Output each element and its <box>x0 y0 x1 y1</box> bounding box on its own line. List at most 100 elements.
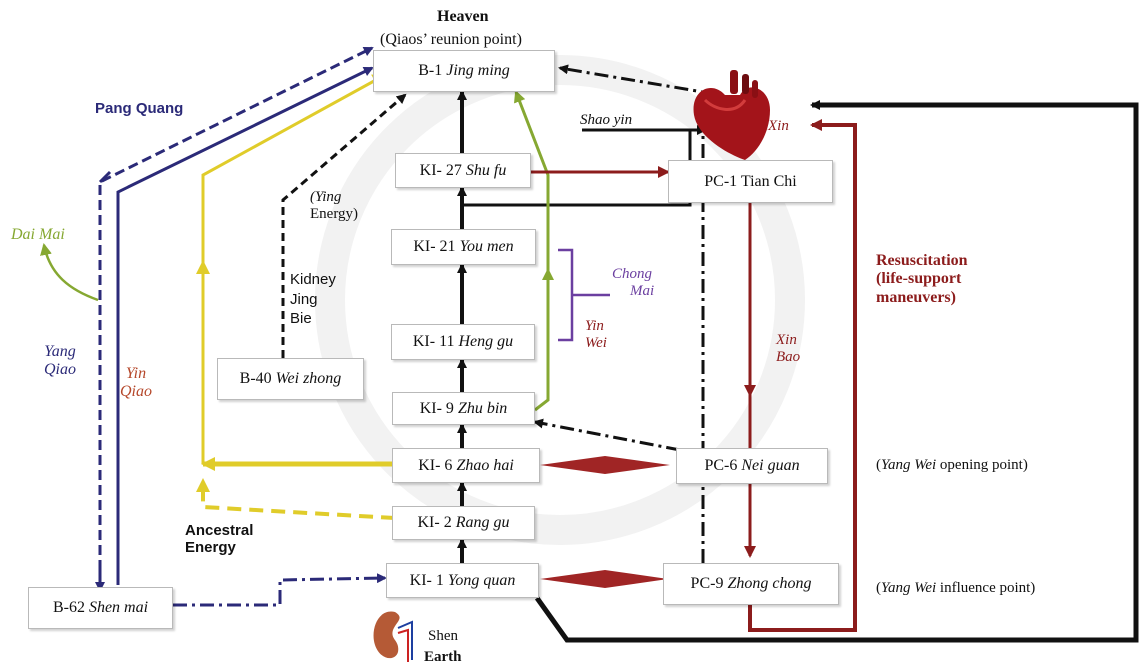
earth-shen: Shen <box>428 628 458 644</box>
label-yin-qiao-1: Yin <box>125 365 147 382</box>
kidney-icon <box>373 611 413 662</box>
resuscitation-line <box>748 119 857 632</box>
node-pc1: PC-1 Tian Chi <box>668 160 833 203</box>
node-pc6-code: PC-6 <box>704 457 738 474</box>
node-ki2-code: KI- 2 <box>417 514 452 531</box>
label-xin-bao-1: Xin <box>776 332 797 348</box>
chong-mai-bracket <box>558 248 610 342</box>
label-xin-bao: Xin Bao <box>776 332 800 367</box>
node-ki2: KI- 2 Rang gu <box>392 506 535 540</box>
node-ki9-code: KI- 9 <box>419 399 454 417</box>
label-xin-bao-2: Bao <box>776 349 801 366</box>
label-kidney-2: Jing <box>290 290 318 308</box>
label-paren-open-1: ( <box>876 457 881 473</box>
label-yin-wei-2: Wei <box>585 335 607 352</box>
node-ki6: KI- 6 Zhao hai <box>392 448 540 483</box>
heart-icon <box>693 70 770 160</box>
node-ki27: KI- 27 Shu fu <box>395 153 531 188</box>
node-b40-name: Wei zhong <box>275 370 342 387</box>
label-resus-3: maneuvers) <box>876 288 956 306</box>
node-ki2-name: Rang gu <box>455 514 510 531</box>
node-b1: B-1 Jing ming <box>373 50 555 92</box>
label-yin-qiao-2: Qiao <box>120 383 152 401</box>
label-paren-open-2: ( <box>876 580 881 596</box>
label-ancestral-energy: Ancestral Energy <box>185 522 253 557</box>
label-chong-mai: Chong Mai <box>612 266 654 301</box>
node-b1-name: Jing ming <box>446 62 510 79</box>
node-ki9: KI- 9 Zhu bin <box>392 392 535 425</box>
earth-heaven-loop <box>534 100 1139 643</box>
label-resuscitation: Resuscitation (life-support maneuvers) <box>876 252 968 307</box>
label-yang-wei-influence: (Yang Wei influence point) <box>876 580 1035 597</box>
node-b62: B-62 Shen mai <box>28 587 173 629</box>
label-yin-wei-1: Yin <box>585 318 604 334</box>
node-b40: B-40 Wei zhong <box>217 358 364 400</box>
node-ki27-code: KI- 27 <box>419 161 462 179</box>
label-ying-1: (Ying <box>310 189 342 205</box>
ki6-pc6-diamond <box>540 456 670 474</box>
label-yin-qiao: Yin Qiao <box>120 365 152 402</box>
node-ki27-name: Shu fu <box>465 161 507 179</box>
label-yang-qiao-2: Qiao <box>44 361 76 379</box>
label-yang-qiao-1: Yang <box>44 343 76 360</box>
node-pc9-code: PC-9 <box>690 575 724 592</box>
label-ying-2: Energy) <box>310 206 359 223</box>
label-xin: Xin <box>768 118 789 134</box>
label-kidney-1: Kidney <box>290 271 336 288</box>
label-resus-1: Resuscitation <box>876 252 968 269</box>
node-b62-code: B-62 <box>52 599 85 616</box>
label-yang-wei-opening: (Yang Wei opening point) <box>876 457 1028 474</box>
node-ki1: KI- 1 Yong quan <box>386 563 539 598</box>
node-ki21-name: You men <box>459 238 514 255</box>
node-ki1-code: KI- 1 <box>409 571 444 589</box>
label-shao-yin: Shao yin <box>580 112 633 128</box>
label-yang-wei-infl-name: Yang Wei <box>881 580 937 596</box>
node-ki6-name: Zhao hai <box>456 456 514 474</box>
earth-title: Earth <box>424 649 462 665</box>
heaven-title: Heaven <box>437 8 489 25</box>
label-ancestral-2: Energy <box>185 539 236 557</box>
ancestral-energy-up <box>201 73 387 464</box>
b62-ki1-line <box>173 573 387 607</box>
label-dai-mai: Dai Mai <box>11 226 65 243</box>
label-yang-wei-open-rest: opening point) <box>936 457 1028 473</box>
label-ying-energy: (Ying Energy) <box>310 189 358 224</box>
node-pc6: PC-6 Nei guan <box>676 448 828 484</box>
label-kidney-3: Bie <box>290 310 312 327</box>
yin-qiao-line <box>116 66 374 585</box>
ancestral-dashed-line <box>196 478 396 520</box>
node-pc6-name: Nei guan <box>741 457 800 474</box>
label-yin-wei: Yin Wei <box>585 318 607 353</box>
yang-qiao-line <box>98 46 374 585</box>
ki1-pc9-diamond <box>540 570 668 588</box>
label-yang-qiao: Yang Qiao <box>44 343 76 380</box>
node-b1-code: B-1 <box>418 62 443 79</box>
label-chong-2: Mai <box>630 283 655 300</box>
node-pc9: PC-9 Zhong chong <box>663 563 839 605</box>
node-ki11-name: Heng gu <box>458 333 514 350</box>
dai-mai-arrow <box>40 243 99 302</box>
node-ki21-code: KI- 21 <box>413 238 456 255</box>
node-ki21: KI- 21 You men <box>391 229 536 265</box>
label-pang-quang: Pang Quang <box>95 100 184 117</box>
label-kidney-jing-bie: Kidney Jing Bie <box>290 270 336 329</box>
label-ancestral-1: Ancestral <box>185 522 254 539</box>
yang-qiao-return <box>98 170 112 184</box>
heaven-subtitle: (Qiaos’ reunion point) <box>380 31 522 48</box>
label-chong-1: Chong <box>612 266 653 282</box>
pc6-ki9-dashdot <box>533 418 681 452</box>
label-yang-wei-infl-rest: influence point) <box>936 580 1036 596</box>
label-yang-wei-open-name: Yang Wei <box>881 457 937 473</box>
node-pc1-text: PC-1 Tian Chi <box>704 172 797 190</box>
node-ki11: KI- 11 Heng gu <box>391 324 535 360</box>
kidney-jing-bie-line <box>281 93 407 358</box>
node-ki9-name: Zhu bin <box>457 399 508 417</box>
node-pc9-name: Zhong chong <box>727 575 812 592</box>
node-b62-name: Shen mai <box>88 599 149 616</box>
node-ki1-name: Yong quan <box>447 571 516 589</box>
label-resus-2: (life-support <box>876 270 962 288</box>
node-ki6-code: KI- 6 <box>418 456 453 474</box>
node-b40-code: B-40 <box>239 370 272 387</box>
